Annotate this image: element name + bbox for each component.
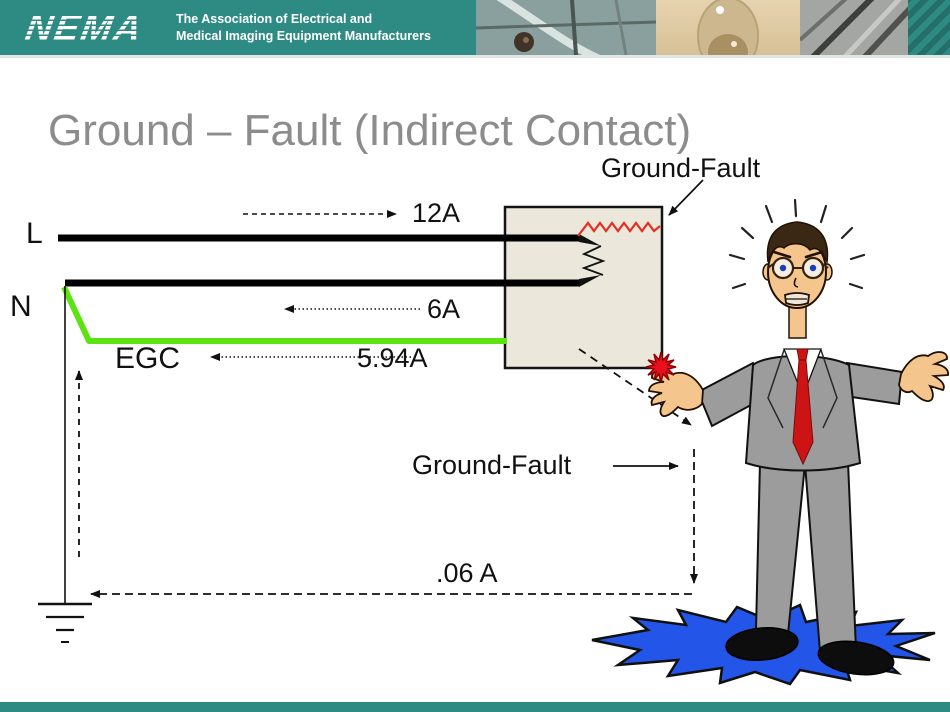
fault-label-top: Ground-Fault — [601, 153, 761, 183]
header-separator — [0, 55, 950, 58]
man-legs — [754, 460, 858, 654]
equipment-box — [503, 205, 664, 370]
jacket-lapels — [767, 349, 838, 429]
man-eyebrows — [772, 250, 824, 259]
contact-spark — [645, 351, 677, 383]
collage-chevron-pattern — [908, 0, 950, 55]
org-name-line2: Medical Imaging Equipment Manufacturers — [176, 29, 431, 43]
man-hair — [766, 221, 829, 265]
footer-bar — [0, 702, 950, 712]
man-nose — [793, 277, 799, 288]
egc-label: EGC — [115, 342, 181, 375]
neutral-current: 6A — [427, 294, 461, 324]
shock-spark-lines — [728, 198, 866, 290]
fault-pointer-arrow — [668, 179, 704, 216]
load-resistor — [579, 234, 606, 287]
shocked-man — [648, 198, 949, 676]
man-glasses — [767, 256, 829, 280]
collage-photo-girders-art — [800, 0, 908, 55]
collage-photo-equipment — [476, 0, 656, 55]
org-name-line1: The Association of Electrical and — [176, 12, 373, 26]
header-bar: NEMA The Association of Electrical and M… — [0, 0, 950, 55]
man-mouth — [784, 292, 810, 306]
line-label: L — [26, 217, 43, 250]
org-name: The Association of Electrical and Medica… — [176, 11, 431, 45]
egc-wire — [61, 285, 507, 344]
slide-title: Ground – Fault (Indirect Contact) — [48, 106, 692, 155]
nema-logo-stripe-overlay — [20, 6, 176, 52]
collage-photo-bulb-art — [697, 0, 759, 55]
header-photo-collage — [476, 0, 950, 55]
collage-photo-girders — [800, 0, 908, 55]
man-tie — [792, 348, 814, 466]
line-current: 12A — [412, 198, 461, 228]
earth-ground-symbol — [38, 602, 92, 643]
man-left-hand — [648, 369, 704, 417]
fault-current: .06 A — [436, 558, 498, 588]
man-right-hand — [898, 351, 949, 402]
collage-photo-equipment-art — [476, 0, 656, 55]
collage-photo-bulb — [656, 0, 800, 55]
neutral-label: N — [10, 290, 32, 323]
egc-current: 5.94A — [357, 343, 428, 373]
fault-zigzag — [577, 221, 661, 237]
nema-logo: NEMA — [20, 6, 176, 52]
man-shoes — [725, 627, 895, 676]
fault-label-mid: Ground-Fault — [412, 450, 572, 480]
